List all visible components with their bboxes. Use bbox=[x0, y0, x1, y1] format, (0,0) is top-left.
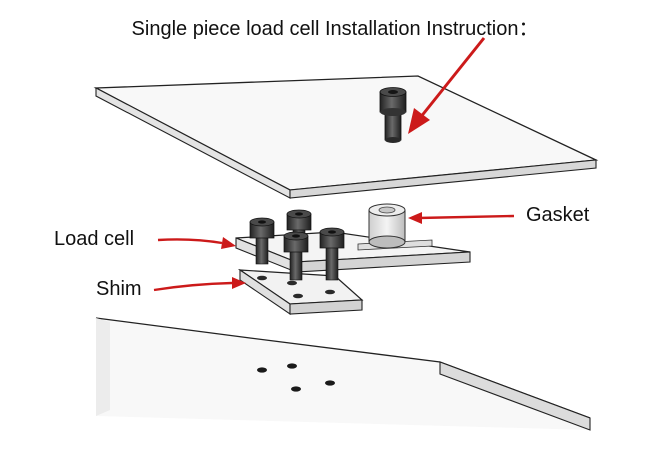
label-gasket: Gasket bbox=[526, 204, 590, 226]
bolt-icon bbox=[319, 227, 345, 281]
arrow-icon bbox=[408, 212, 515, 224]
bottom-plate bbox=[95, 317, 591, 431]
label-shim: Shim bbox=[96, 278, 142, 300]
top-plate bbox=[93, 75, 599, 199]
label-load-cell: Load cell bbox=[54, 228, 135, 250]
arrow-icon bbox=[153, 277, 246, 292]
bolt-icon bbox=[283, 231, 309, 281]
arrow-icon bbox=[408, 37, 486, 134]
top-bolt-icon bbox=[379, 87, 407, 143]
gasket bbox=[368, 203, 406, 249]
arrow-icon bbox=[157, 237, 236, 249]
bolt-icon bbox=[249, 217, 275, 265]
load-cell-bolts bbox=[249, 209, 345, 281]
diagram-title: Single piece load cell Installation Inst… bbox=[131, 18, 539, 40]
bottom-plate-holes bbox=[257, 363, 335, 392]
